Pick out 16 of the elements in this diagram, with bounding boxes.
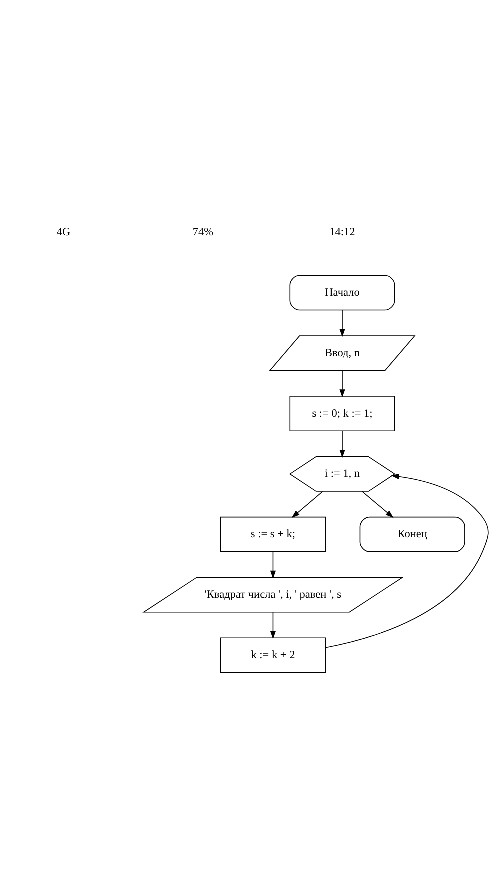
node-box: Конец (360, 516, 466, 552)
arrow (325, 474, 489, 648)
arrow (270, 552, 276, 579)
node-box: s := 0; k := 1; (290, 396, 396, 432)
arrow (340, 310, 346, 338)
node-box: k := k + 2 (220, 638, 326, 674)
arrow (340, 370, 346, 398)
node-box: Начало (290, 275, 396, 311)
arrow (270, 612, 276, 640)
arrow (340, 430, 346, 458)
arrow (362, 491, 394, 518)
node-box: s := s + k; (220, 516, 326, 552)
label: 14:12 (330, 226, 356, 239)
label: 4G (56, 226, 71, 239)
label: 74% (192, 226, 214, 239)
arrow (292, 491, 324, 518)
